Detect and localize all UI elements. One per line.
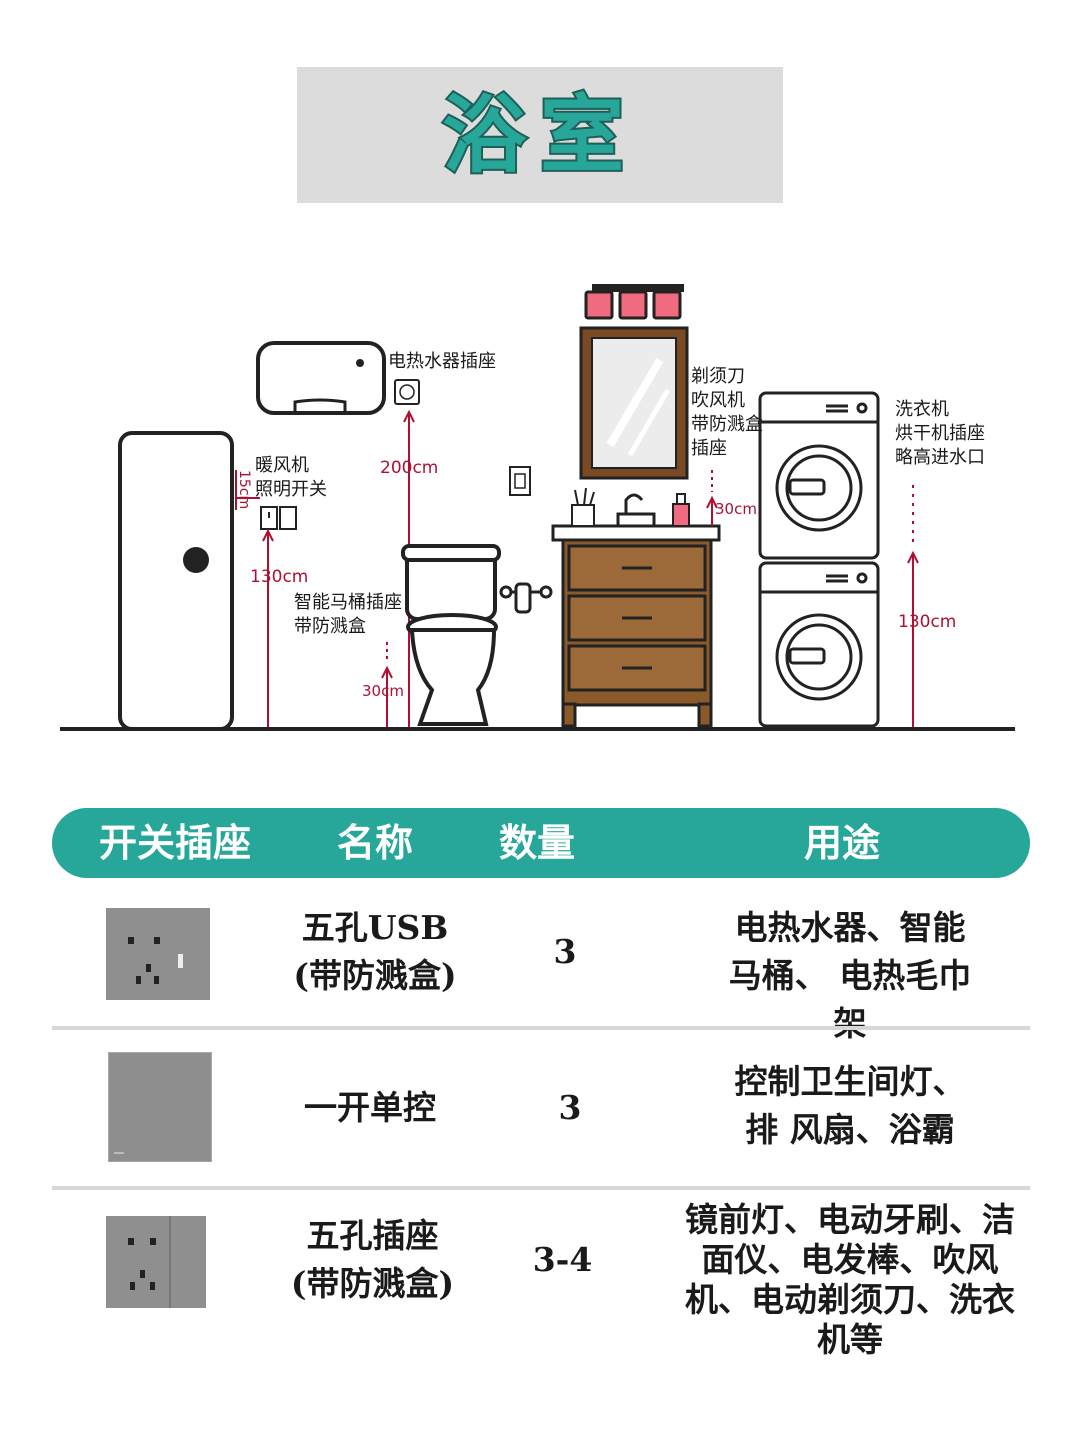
- row-divider: [52, 1026, 1030, 1030]
- page-title: 浴室: [440, 84, 638, 186]
- label-dim-200: 200cm: [380, 458, 439, 478]
- fan-switch-icon: [260, 506, 297, 530]
- table-header: 开关插座 名称 数量 用途: [52, 808, 1030, 878]
- header-usage: 用途: [803, 820, 880, 865]
- row1-usage: 电热水器、智能 马桶、 电热毛巾 架: [728, 908, 972, 1043]
- header-switch-socket: 开关插座: [98, 820, 251, 865]
- dimension-line-30-sink: [706, 470, 718, 526]
- header-name: 名称: [336, 820, 413, 865]
- dimension-line-130-right: [907, 485, 919, 727]
- vanity-cabinet-icon: [551, 524, 721, 728]
- dimension-line-130-left: [262, 528, 274, 727]
- label-toilet-socket: 智能马桶插座 带防溅盒: [294, 592, 402, 637]
- row2-name: 一开单控: [304, 1088, 436, 1127]
- label-dim-130-right: 130cm: [898, 612, 957, 632]
- label-dim-130-left: 130cm: [250, 567, 309, 587]
- toothbrush-cup-icon: [571, 487, 595, 527]
- five-hole-usb-socket-icon: [106, 908, 210, 1000]
- single-switch-icon: [108, 1052, 212, 1162]
- water-heater-icon: [256, 341, 386, 415]
- label-fan-switch: 暖风机 照明开关: [255, 455, 327, 500]
- mirror-icon: [579, 326, 689, 480]
- mirror-lights-icon: [584, 284, 684, 320]
- dimension-line-30-toilet: [381, 642, 393, 727]
- toilet-icon: [401, 544, 501, 726]
- dryer-icon: [758, 391, 880, 560]
- row1-quantity: 3: [553, 932, 577, 971]
- row3-name: 五孔插座 (带防溅盒): [290, 1216, 455, 1303]
- label-mirror-socket: 剃须刀 吹风机 带防溅盒 插座: [691, 366, 763, 459]
- door-icon: [118, 431, 234, 731]
- washer-icon: [758, 561, 880, 728]
- dimension-line-15: [235, 470, 260, 510]
- header-quantity: 数量: [498, 820, 575, 865]
- row2-usage: 控制卫生间灯、 排 风扇、浴霸: [734, 1062, 966, 1149]
- bathroom-diagram: 电热水器插座 200cm 暖风机 照明开关 15cm 130cm 智能马桶插座 …: [0, 230, 1080, 750]
- label-dim-30-sink: 30cm: [715, 500, 757, 518]
- label-dim-15: 15cm: [236, 470, 252, 510]
- row3-quantity: 3-4: [532, 1240, 593, 1279]
- soap-bottle-icon: [672, 493, 690, 527]
- heater-socket-icon: [394, 379, 420, 405]
- wall-switch-icon: [509, 466, 531, 496]
- bathroom-illustration: [60, 284, 1015, 731]
- label-water-heater-socket: 电热水器插座: [388, 351, 496, 372]
- row-divider: [52, 1186, 1030, 1190]
- row1-name: 五孔USB (带防溅盒): [293, 908, 457, 995]
- five-hole-socket-icon: [106, 1216, 206, 1308]
- paper-holder-icon: [499, 582, 553, 614]
- label-washer-socket: 洗衣机 烘干机插座 略高进水口: [895, 399, 985, 468]
- label-dim-30-toilet: 30cm: [362, 682, 404, 700]
- faucet-icon: [616, 493, 656, 528]
- row3-usage: 镜前灯、电动牙刷、洁 面仪、电发棒、吹风 机、电动剃须刀、洗衣 机等: [685, 1200, 1015, 1359]
- title-banner: 浴室: [297, 67, 783, 203]
- row2-quantity: 3: [558, 1088, 582, 1127]
